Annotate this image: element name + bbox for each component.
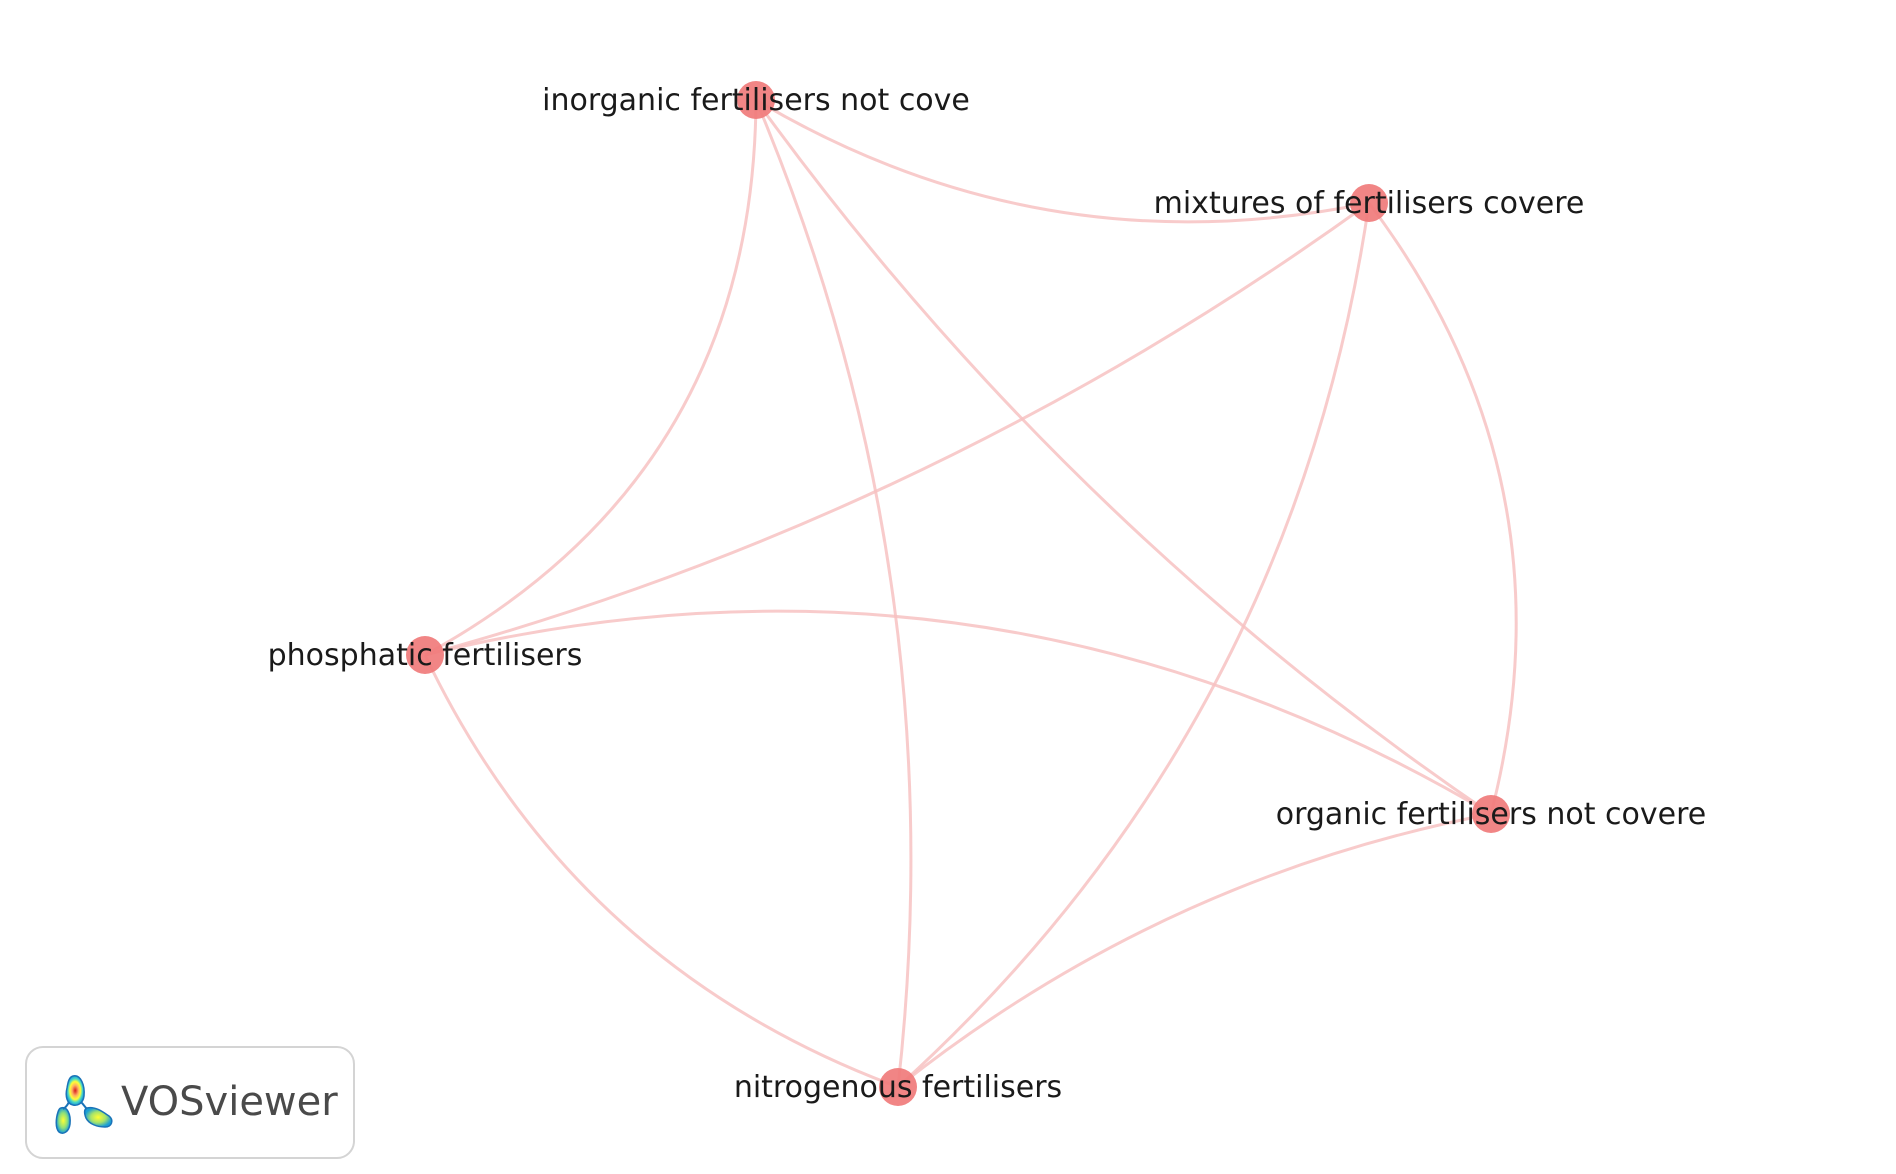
node-phosphatic[interactable] — [406, 636, 444, 674]
edge-mixtures-phosphatic — [424, 201, 1370, 657]
edge-inorganic-nitrogenous — [754, 99, 913, 1088]
node-label-mixtures[interactable]: mixtures of fertilisers covere — [1154, 186, 1585, 221]
node-nitrogenous[interactable] — [879, 1068, 917, 1106]
node-label-phosphatic[interactable]: phosphatic fertilisers — [268, 638, 583, 673]
vosviewer-brand-name: VOSviewer — [121, 1079, 338, 1125]
vosviewer-brand-box: VOSviewer — [25, 1046, 355, 1159]
vosviewer-logo-icon — [55, 1075, 113, 1134]
node-inorganic[interactable] — [737, 81, 775, 119]
node-label-nitrogenous[interactable]: nitrogenous fertilisers — [734, 1070, 1062, 1105]
edge-mixtures-organic — [1367, 202, 1518, 815]
node-label-organic[interactable]: organic fertilisers not covere — [1276, 797, 1707, 832]
edge-inorganic-phosphatic — [424, 99, 758, 657]
edge-inorganic-organic — [754, 99, 1492, 816]
edge-phosphatic-organic — [424, 609, 1492, 816]
labels-layer: inorganic fertilisers not cove mixtures o… — [268, 83, 1707, 1105]
edge-organic-nitrogenous — [897, 812, 1492, 1089]
nodes-layer — [406, 81, 1510, 1106]
edge-mixtures-nitrogenous — [896, 202, 1371, 1089]
edge-phosphatic-nitrogenous — [423, 654, 899, 1089]
node-mixtures[interactable] — [1350, 184, 1388, 222]
edges-layer — [423, 98, 1518, 1089]
node-label-inorganic[interactable]: inorganic fertilisers not cove — [542, 83, 970, 118]
node-organic[interactable] — [1472, 795, 1510, 833]
edge-inorganic-mixtures — [755, 98, 1370, 224]
